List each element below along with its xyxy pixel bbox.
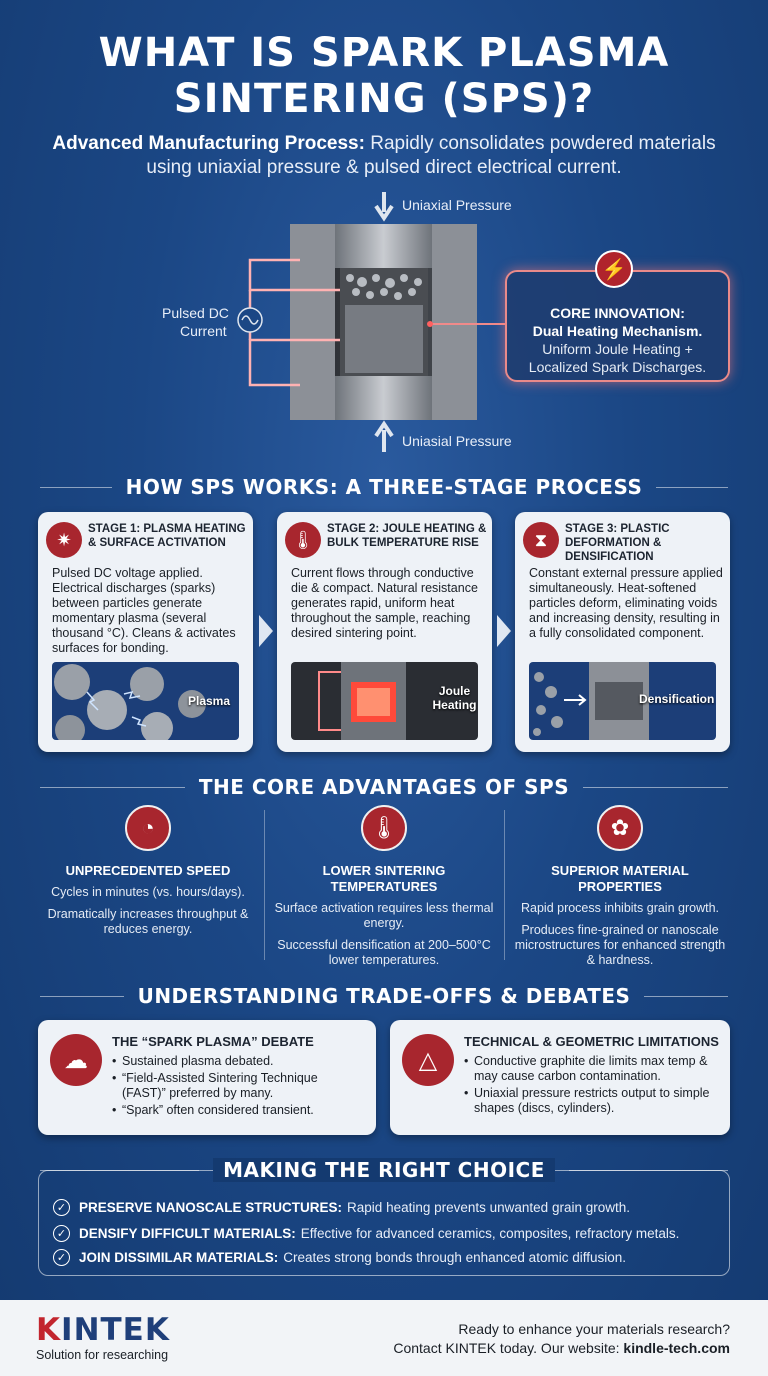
card-title: TECHNICAL & GEOMETRIC LIMITATIONS bbox=[464, 1034, 719, 1049]
advantage-temperature: 🌡 LOWER SINTERING TEMPERATURES Surface a… bbox=[274, 805, 494, 975]
sps-diagram: Uniaxial Pressure Pulsed DC Current Unia… bbox=[162, 192, 512, 452]
advantage-body: Rapid process inhibits grain growth. Pro… bbox=[514, 901, 726, 967]
stage-title: STAGE 1: PLASMA HEATING & SURFACE ACTIVA… bbox=[88, 523, 246, 549]
check-icon: ✓ bbox=[53, 1249, 70, 1266]
plasma-particles bbox=[54, 664, 206, 740]
thermometer-icon: 🌡 bbox=[361, 805, 407, 851]
advantages-heading: THE CORE ADVANTAGES OF SPS bbox=[0, 772, 768, 802]
subtitle: Advanced Manufacturing Process: Rapidly … bbox=[40, 132, 728, 180]
press-icon: ⧗ bbox=[523, 522, 559, 558]
choice-heading: MAKING THE RIGHT CHOICE bbox=[0, 1155, 768, 1185]
thermometer-icon: 🌡 bbox=[285, 522, 321, 558]
choice-item: ✓ PRESERVE NANOSCALE STRUCTURES:Rapid he… bbox=[53, 1199, 630, 1216]
bottom-pressure-label: Uniasial Pressure bbox=[402, 433, 512, 449]
check-icon: ✓ bbox=[53, 1225, 70, 1242]
list-item: Sustained plasma debated. bbox=[112, 1054, 362, 1069]
arrow-right-icon bbox=[497, 615, 511, 647]
website-link[interactable]: kindle-tech.com bbox=[623, 1340, 730, 1356]
footer-cta: Ready to enhance your materials research… bbox=[393, 1321, 730, 1356]
top-pressure-arrow bbox=[374, 192, 394, 222]
speedometer-icon: ◔ bbox=[125, 805, 171, 851]
brain-icon: ☁ bbox=[50, 1034, 102, 1086]
check-icon: ✓ bbox=[53, 1199, 70, 1216]
callout-line-4: Localized Spark Discharges. bbox=[528, 359, 707, 375]
advantage-body: Surface activation requires less thermal… bbox=[274, 901, 494, 967]
stage-body: Current flows through conductive die & c… bbox=[291, 566, 478, 640]
page-title: WHAT IS SPARK PLASMA SINTERING (SPS)? bbox=[0, 30, 768, 122]
callout-line-3: Uniform Joule Heating + bbox=[542, 341, 693, 357]
pyramid-icon: △ bbox=[402, 1034, 454, 1086]
title-line-2: SINTERING (SPS)? bbox=[173, 76, 595, 122]
powder-particles bbox=[346, 274, 422, 300]
advantage-body: Cycles in minutes (vs. hours/days). Dram… bbox=[47, 885, 249, 936]
stages-heading: HOW SPS WORKS: A THREE-STAGE PROCESS bbox=[0, 472, 768, 502]
advantage-title: UNPRECEDENTED SPEED bbox=[65, 863, 231, 878]
plasma-image: Plasma bbox=[52, 662, 239, 740]
advantage-speed: ◔ UNPRECEDENTED SPEED Cycles in minutes … bbox=[38, 805, 258, 944]
stage-body: Pulsed DC voltage applied. Electrical di… bbox=[52, 566, 236, 655]
stage-image-label: Plasma bbox=[188, 694, 231, 708]
advantage-title: LOWER SINTERING TEMPERATURES bbox=[322, 863, 446, 894]
footer: KINTEK Solution for researching Ready to… bbox=[0, 1300, 768, 1376]
densification-image: Densification bbox=[529, 662, 716, 740]
kintek-logo: KINTEK bbox=[36, 1312, 170, 1348]
current-label-2: Current bbox=[180, 323, 227, 339]
stage-card-1: ✷ STAGE 1: PLASMA HEATING & SURFACE ACTI… bbox=[38, 512, 253, 752]
stage-image-label: Densification bbox=[639, 692, 715, 706]
card-bullets: Conductive graphite die limits max temp … bbox=[464, 1054, 719, 1118]
choice-item: ✓ JOIN DISSIMILAR MATERIALS:Creates stro… bbox=[53, 1249, 626, 1266]
list-item: Uniaxial pressure restricts output to si… bbox=[464, 1086, 719, 1116]
list-item: “Field-Assisted Sintering Technique (FAS… bbox=[112, 1071, 362, 1101]
advantage-title: SUPERIOR MATERIAL PROPERTIES bbox=[551, 863, 689, 894]
stage-card-2: 🌡 STAGE 2: JOULE HEATING & BULK TEMPERAT… bbox=[277, 512, 492, 752]
stage-image-label: Joule Heating bbox=[432, 684, 477, 712]
right-choice-box: ✓ PRESERVE NANOSCALE STRUCTURES:Rapid he… bbox=[38, 1170, 730, 1276]
densification-graphic bbox=[533, 662, 649, 740]
top-pressure-label: Uniaxial Pressure bbox=[402, 197, 512, 213]
core-innovation-callout: CORE INNOVATION: Dual Heating Mechanism.… bbox=[505, 270, 730, 382]
stage-title: STAGE 3: PLASTIC DEFORMATION & DENSIFICA… bbox=[565, 523, 670, 563]
list-item: “Spark” often considered transient. bbox=[112, 1103, 362, 1118]
spark-icon: ✷ bbox=[46, 522, 82, 558]
column-divider bbox=[504, 810, 505, 960]
arrow-right-icon bbox=[259, 615, 273, 647]
callout-line-2: Dual Heating Mechanism. bbox=[532, 323, 703, 339]
joule-heating-image: Joule Heating bbox=[291, 662, 478, 740]
stage-card-3: ⧗ STAGE 3: PLASTIC DEFORMATION & DENSIFI… bbox=[515, 512, 730, 752]
card-title: THE “SPARK PLASMA” DEBATE bbox=[112, 1034, 314, 1049]
column-divider bbox=[264, 810, 265, 960]
subtitle-bold: Advanced Manufacturing Process: bbox=[52, 133, 365, 154]
limitations-card: △ TECHNICAL & GEOMETRIC LIMITATIONS Cond… bbox=[390, 1020, 730, 1135]
subtitle-text: Rapidly consolidates powdered materials … bbox=[146, 133, 716, 178]
tradeoffs-heading: UNDERSTANDING TRADE-OFFS & DEBATES bbox=[0, 981, 768, 1011]
callout-line-1: CORE INNOVATION: bbox=[550, 305, 685, 321]
tagline: Solution for researching bbox=[36, 1348, 169, 1362]
bottom-pressure-arrow bbox=[374, 420, 394, 452]
title-line-1: WHAT IS SPARK PLASMA bbox=[98, 30, 670, 76]
lightning-icon: ⚡ bbox=[595, 250, 633, 288]
stage-body: Constant external pressure applied simul… bbox=[529, 566, 723, 640]
current-label-1: Pulsed DC bbox=[162, 305, 229, 321]
microstructure-icon: ✿ bbox=[597, 805, 643, 851]
list-item: Conductive graphite die limits max temp … bbox=[464, 1054, 719, 1084]
debate-card: ☁ THE “SPARK PLASMA” DEBATE Sustained pl… bbox=[38, 1020, 376, 1135]
card-bullets: Sustained plasma debated. “Field-Assiste… bbox=[112, 1054, 362, 1120]
advantage-properties: ✿ SUPERIOR MATERIAL PROPERTIES Rapid pro… bbox=[510, 805, 730, 975]
stage-title: STAGE 2: JOULE HEATING & BULK TEMPERATUR… bbox=[327, 523, 487, 549]
choice-item: ✓ DENSIFY DIFFICULT MATERIALS:Effective … bbox=[53, 1225, 679, 1242]
joule-heating-graphic bbox=[318, 662, 406, 740]
